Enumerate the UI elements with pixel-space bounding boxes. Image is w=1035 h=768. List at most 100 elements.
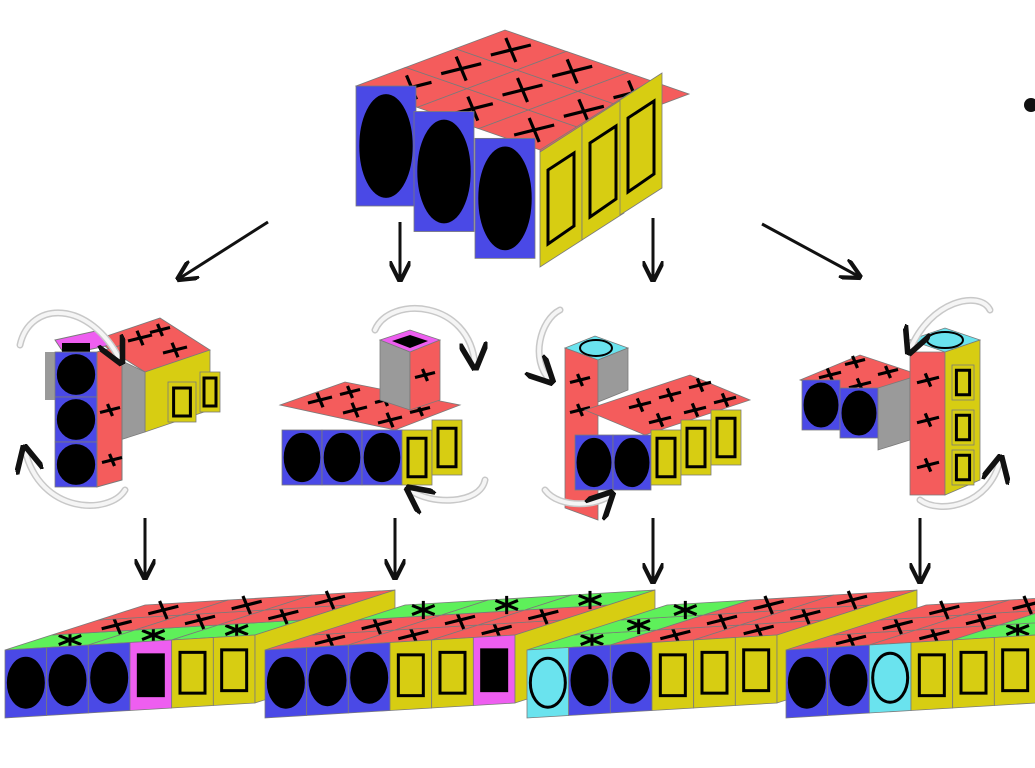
front-face-bg (993, 634, 1035, 706)
plus-symbol (753, 595, 785, 615)
plus-symbol (149, 323, 171, 337)
plus-symbol (147, 600, 179, 620)
front-face (472, 634, 516, 706)
plus-symbol (916, 412, 940, 428)
square-face (680, 419, 712, 476)
plus-symbol (551, 58, 593, 84)
square-face (951, 409, 975, 446)
circle-mark (266, 656, 305, 709)
circle-face (839, 387, 879, 439)
front-face (129, 639, 173, 711)
plus-symbol (127, 330, 153, 346)
square-mark (700, 650, 729, 695)
blue-column (54, 351, 98, 488)
circle-face (474, 137, 536, 259)
plus-symbol (658, 387, 682, 403)
plus-symbol (569, 403, 591, 417)
asterisk-symbol (411, 600, 436, 620)
circle-face (321, 429, 363, 486)
plus-symbol (231, 595, 263, 615)
cube-side-face (45, 352, 57, 400)
front-face (910, 639, 954, 711)
plus-symbol (1012, 595, 1035, 615)
magenta-inner (62, 343, 90, 353)
front-face (264, 647, 308, 719)
result-1 (4, 589, 396, 719)
red-column (564, 347, 599, 521)
rotation-arrow-inner (18, 311, 120, 360)
circle-mark (308, 654, 347, 707)
circle-mark (570, 654, 609, 707)
plus-symbol (836, 590, 868, 610)
circle-face (574, 434, 614, 491)
plus-symbol (502, 77, 543, 103)
circle-mark (612, 651, 651, 704)
front-face (568, 644, 611, 716)
square-mark (1001, 648, 1030, 693)
cube-side-face (597, 347, 629, 403)
front-face-bg (734, 634, 778, 706)
square-face (619, 72, 663, 216)
plus-symbol (688, 377, 712, 393)
rotation-arrow-inner (373, 306, 475, 365)
asterisk-symbol (578, 590, 602, 610)
down-arrow (761, 222, 858, 276)
plus-symbol (928, 600, 960, 620)
cube-top-face (278, 381, 462, 431)
rotation-arrow-inner (25, 450, 127, 508)
square-face (951, 364, 975, 401)
circle-face (413, 111, 475, 232)
plus-symbol (414, 368, 436, 382)
front-face (431, 637, 474, 709)
circle-face (355, 85, 417, 207)
plus-symbol (569, 373, 591, 387)
square-outline (588, 123, 618, 220)
plus-symbol (339, 385, 361, 399)
circle-face (281, 429, 323, 486)
red-column (909, 351, 946, 496)
square-mark (438, 650, 467, 695)
plus-symbol (490, 37, 532, 63)
front-face (212, 634, 256, 706)
front-face-bg (910, 639, 954, 711)
plus-symbol (101, 453, 123, 467)
square-mark (480, 648, 509, 693)
front-face (952, 637, 995, 709)
circle-mark (90, 651, 129, 704)
plus-symbol (440, 56, 482, 82)
plus-symbol (683, 402, 707, 418)
plus-symbol (377, 412, 403, 428)
cyan-circle (579, 339, 613, 357)
square-face (401, 429, 433, 486)
cube-top-face (583, 374, 752, 436)
square-outline (626, 98, 656, 195)
plus-symbol (844, 355, 866, 369)
square-outline (546, 150, 576, 247)
cube-side-face (877, 377, 911, 451)
stage-3-rotation (539, 306, 752, 521)
square-face (650, 429, 682, 486)
magenta-inner (392, 335, 428, 348)
front-face-bg (693, 637, 736, 709)
plus-symbol (628, 397, 652, 413)
circle-mark (6, 656, 45, 709)
front-face (389, 639, 433, 711)
plus-symbol (648, 412, 672, 428)
asterisk-symbol (673, 600, 698, 620)
square-mark (136, 653, 165, 698)
top-block-top (354, 29, 691, 151)
cube-top-face (962, 598, 1035, 616)
square-mark (396, 653, 425, 698)
red-column-side (96, 344, 123, 488)
circle-face (612, 434, 652, 491)
circle-mark (48, 654, 87, 707)
rotation-arrow-inner (543, 490, 610, 504)
front-face (306, 644, 349, 716)
plus-symbol (99, 403, 121, 417)
plus-symbol (314, 590, 346, 610)
rotation-arrow-inner (539, 308, 562, 380)
front-face (651, 639, 695, 711)
rotation-arrow-inner (410, 478, 487, 500)
circle-face (54, 396, 98, 443)
